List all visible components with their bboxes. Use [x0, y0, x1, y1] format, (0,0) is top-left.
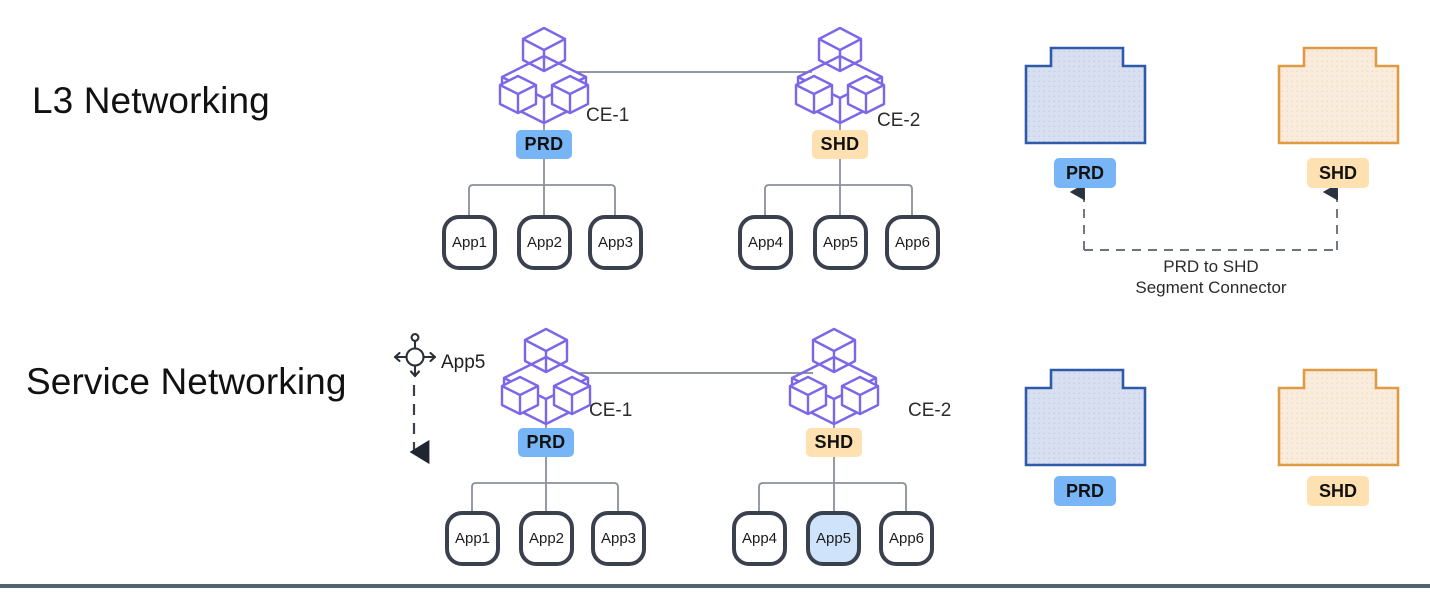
app-node[interactable]: App2 — [519, 511, 574, 566]
cluster-label-ce1: CE-1 — [589, 400, 633, 421]
segment-chip-shd-ce2[interactable]: SHD — [812, 130, 868, 159]
app-node[interactable]: App4 — [738, 215, 793, 270]
segment-shape-shd — [1276, 40, 1401, 150]
cluster-label-ce2: CE-2 — [908, 400, 952, 421]
segment-panel-chip-shd[interactable]: SHD — [1307, 158, 1369, 188]
cluster-cubes-icon — [782, 325, 886, 435]
segment-connector-caption-line2: Segment Connector — [1135, 278, 1287, 297]
app-node[interactable]: App6 — [879, 511, 934, 566]
segment-shape-prd — [1023, 362, 1148, 472]
segment-chip-shd-ce2[interactable]: SHD — [806, 428, 862, 457]
cluster-cubes-icon — [492, 24, 596, 134]
segment-panel-chip-prd[interactable]: PRD — [1054, 158, 1116, 188]
app-node[interactable]: App5 — [813, 215, 868, 270]
segment-panel-chip-prd[interactable]: PRD — [1054, 476, 1116, 506]
move-arrows-icon — [390, 332, 440, 382]
segment-panel-chip-shd[interactable]: SHD — [1307, 476, 1369, 506]
cluster-cubes-icon — [788, 24, 892, 134]
segment-chip-prd-ce1[interactable]: PRD — [518, 428, 574, 457]
app-node[interactable]: App4 — [732, 511, 787, 566]
cluster-label-ce2: CE-2 — [877, 110, 921, 131]
move-marker-label: App5 — [441, 352, 486, 373]
app-node[interactable]: App2 — [517, 215, 572, 270]
app-node[interactable]: App6 — [885, 215, 940, 270]
app-node[interactable]: App1 — [442, 215, 497, 270]
segment-chip-prd-ce1[interactable]: PRD — [516, 130, 572, 159]
cluster-cubes-icon — [494, 325, 598, 435]
segment-connector-caption-line1: PRD to SHD — [1163, 257, 1259, 276]
section-title-l3-networking: L3 Networking — [32, 80, 270, 121]
segment-shape-shd — [1276, 362, 1401, 472]
section-title-service-networking: Service Networking — [26, 361, 347, 402]
segment-shape-prd — [1023, 40, 1148, 150]
cluster-label-ce1: CE-1 — [586, 105, 630, 126]
footer-divider — [0, 584, 1430, 588]
app-node[interactable]: App1 — [445, 511, 500, 566]
app-node[interactable]: App3 — [591, 511, 646, 566]
app-node[interactable]: App3 — [588, 215, 643, 270]
app-node[interactable]: App5 — [806, 511, 861, 566]
